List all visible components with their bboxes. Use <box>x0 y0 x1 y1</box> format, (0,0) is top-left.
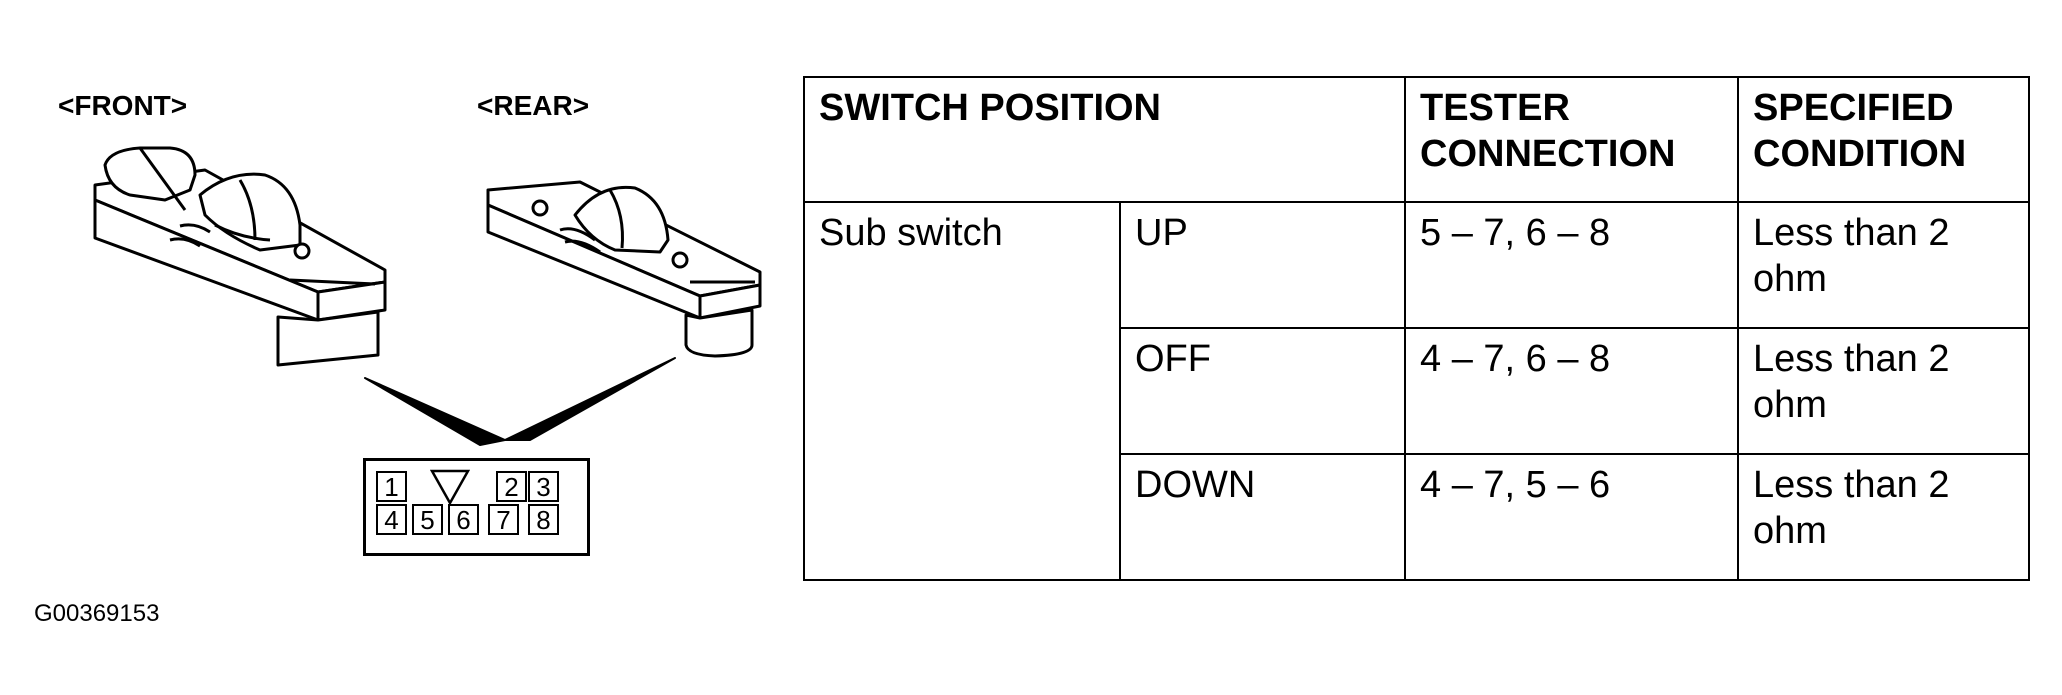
group-label-cell: Sub switch <box>803 201 1121 581</box>
table-row: OFF 4 – 7, 6 – 8 Less than 2 ohm <box>804 327 2030 455</box>
connection-cell: 4 – 7, 6 – 8 <box>1404 327 1739 455</box>
condition-cell: Less than 2 ohm <box>1737 327 2030 455</box>
front-leader <box>364 377 506 446</box>
front-label: <FRONT> <box>58 90 188 121</box>
connector-pin: 8 <box>528 504 559 535</box>
switch-inspection-table: SWITCH POSITION TESTER CONNECTION SPECIF… <box>803 76 2030 581</box>
header-switch-position: SWITCH POSITION <box>803 76 1406 203</box>
position-cell: OFF <box>1119 327 1406 455</box>
connection-cell: 4 – 7, 5 – 6 <box>1404 453 1739 581</box>
table-header-row: SWITCH POSITION TESTER CONNECTION SPECIF… <box>803 76 2030 203</box>
table-row: DOWN 4 – 7, 5 – 6 Less than 2 ohm <box>804 453 2030 581</box>
table-row: Sub switch UP 5 – 7, 6 – 8 Less than 2 o… <box>803 201 2030 581</box>
rear-leader <box>504 357 676 441</box>
header-tester-connection: TESTER CONNECTION <box>1404 76 1739 203</box>
connector-pin: 4 <box>376 504 407 535</box>
connector-key-icon <box>430 469 470 505</box>
condition-cell: Less than 2 ohm <box>1737 201 2030 329</box>
rear-switch-body <box>486 180 762 358</box>
front-switch-body <box>93 146 387 367</box>
connector-pin: 7 <box>488 504 519 535</box>
position-cell: DOWN <box>1119 453 1406 581</box>
figure-code: G00369153 <box>34 600 160 627</box>
connector-pin: 5 <box>412 504 443 535</box>
connection-cell: 5 – 7, 6 – 8 <box>1404 201 1739 329</box>
connector-pin: 1 <box>376 471 407 502</box>
connector-pin: 2 <box>496 471 527 502</box>
connector-pin: 3 <box>528 471 559 502</box>
rear-label: <REAR> <box>477 90 590 121</box>
switch-illustration <box>93 146 762 446</box>
connector-pin: 6 <box>448 504 479 535</box>
connector-face-view: 1 2 3 4 5 6 7 8 <box>363 458 590 556</box>
condition-cell: Less than 2 ohm <box>1737 453 2030 581</box>
position-cell: UP <box>1119 201 1406 329</box>
header-specified-condition: SPECIFIED CONDITION <box>1737 76 2030 203</box>
